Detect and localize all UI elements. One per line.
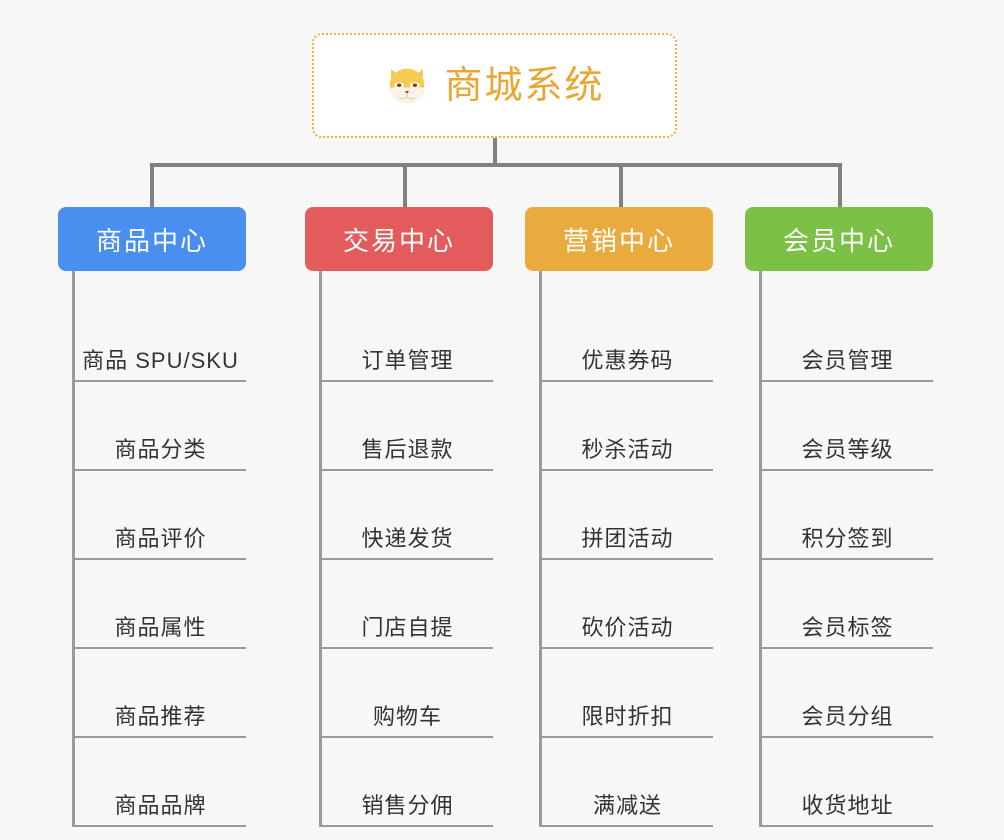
branch-trade: 交易中心 订单管理 售后退款 快递发货 门店自提 购物车 销售分佣 xyxy=(305,207,493,827)
leaf-label: 会员分组 xyxy=(801,703,894,729)
leaf-label: 订单管理 xyxy=(361,347,454,373)
connector-rail xyxy=(150,163,840,167)
category-label: 会员中心 xyxy=(782,225,895,256)
list-item[interactable]: 砍价活动 xyxy=(542,560,713,649)
root-title: 商城系统 xyxy=(444,64,605,107)
leaf-label: 快递发货 xyxy=(361,525,454,551)
branch-member: 会员中心 会员管理 会员等级 积分签到 会员标签 会员分组 收货地址 xyxy=(745,207,933,827)
category-header-trade[interactable]: 交易中心 xyxy=(305,207,493,271)
connector-drop-1 xyxy=(150,163,154,207)
list-item[interactable]: 订单管理 xyxy=(322,293,493,382)
leaf-label: 会员等级 xyxy=(801,436,894,462)
leaf-label: 会员管理 xyxy=(801,347,894,373)
list-item[interactable]: 优惠券码 xyxy=(542,293,713,382)
list-item[interactable]: 拼团活动 xyxy=(542,471,713,560)
list-item[interactable]: 商品品牌 xyxy=(75,738,246,827)
list-item[interactable]: 售后退款 xyxy=(322,382,493,471)
leaf-label: 秒杀活动 xyxy=(581,436,674,462)
list-item[interactable]: 商品分类 xyxy=(75,382,246,471)
list-item[interactable]: 购物车 xyxy=(322,649,493,738)
root-node[interactable]: 商城系统 xyxy=(312,33,677,138)
leaf-label: 商品属性 xyxy=(114,614,207,640)
list-item[interactable]: 满减送 xyxy=(542,738,713,827)
leaf-label: 购物车 xyxy=(372,703,442,729)
list-item[interactable]: 商品评价 xyxy=(75,471,246,560)
leaf-label: 限时折扣 xyxy=(581,703,674,729)
category-label: 交易中心 xyxy=(342,225,455,256)
leaf-list-products: 商品 SPU/SKU 商品分类 商品评价 商品属性 商品推荐 商品品牌 xyxy=(72,271,246,827)
leaf-label: 拼团活动 xyxy=(581,525,674,551)
list-item[interactable]: 商品 SPU/SKU xyxy=(75,293,246,382)
leaf-label: 商品评价 xyxy=(114,525,207,551)
leaf-label: 商品分类 xyxy=(114,436,207,462)
leaf-list-trade: 订单管理 售后退款 快递发货 门店自提 购物车 销售分佣 xyxy=(319,271,493,827)
list-item[interactable]: 会员分组 xyxy=(762,649,933,738)
category-header-marketing[interactable]: 营销中心 xyxy=(525,207,713,271)
list-item[interactable]: 销售分佣 xyxy=(322,738,493,827)
list-item[interactable]: 会员管理 xyxy=(762,293,933,382)
leaf-label: 收货地址 xyxy=(801,792,894,818)
list-item[interactable]: 限时折扣 xyxy=(542,649,713,738)
list-item[interactable]: 收货地址 xyxy=(762,738,933,827)
leaf-label: 销售分佣 xyxy=(361,792,454,818)
branch-products: 商品中心 商品 SPU/SKU 商品分类 商品评价 商品属性 商品推荐 商品品牌 xyxy=(58,207,246,827)
list-item[interactable]: 门店自提 xyxy=(322,560,493,649)
leaf-label: 门店自提 xyxy=(361,614,454,640)
leaf-label: 积分签到 xyxy=(801,525,894,551)
leaf-list-member: 会员管理 会员等级 积分签到 会员标签 会员分组 收货地址 xyxy=(759,271,933,827)
branch-marketing: 营销中心 优惠券码 秒杀活动 拼团活动 砍价活动 限时折扣 满减送 xyxy=(525,207,713,827)
leaf-label: 商品品牌 xyxy=(114,792,207,818)
list-item[interactable]: 会员标签 xyxy=(762,560,933,649)
leaf-label: 优惠券码 xyxy=(581,347,674,373)
leaf-label: 商品 SPU/SKU xyxy=(82,347,239,373)
connector-drop-3 xyxy=(619,163,623,207)
leaf-list-marketing: 优惠券码 秒杀活动 拼团活动 砍价活动 限时折扣 满减送 xyxy=(539,271,713,827)
list-item[interactable]: 商品属性 xyxy=(75,560,246,649)
leaf-label: 砍价活动 xyxy=(581,614,674,640)
list-item[interactable]: 积分签到 xyxy=(762,471,933,560)
category-header-products[interactable]: 商品中心 xyxy=(58,207,246,271)
connector-trunk xyxy=(493,138,497,166)
leaf-label: 售后退款 xyxy=(361,436,454,462)
shiba-dog-icon xyxy=(384,63,430,109)
category-label: 营销中心 xyxy=(562,225,675,256)
leaf-label: 商品推荐 xyxy=(114,703,207,729)
list-item[interactable]: 秒杀活动 xyxy=(542,382,713,471)
category-header-member[interactable]: 会员中心 xyxy=(745,207,933,271)
category-label: 商品中心 xyxy=(95,225,208,256)
list-item[interactable]: 商品推荐 xyxy=(75,649,246,738)
leaf-label: 会员标签 xyxy=(801,614,894,640)
connector-drop-2 xyxy=(403,163,407,207)
leaf-label: 满减送 xyxy=(592,792,662,818)
list-item[interactable]: 快递发货 xyxy=(322,471,493,560)
connector-drop-4 xyxy=(838,163,842,207)
list-item[interactable]: 会员等级 xyxy=(762,382,933,471)
